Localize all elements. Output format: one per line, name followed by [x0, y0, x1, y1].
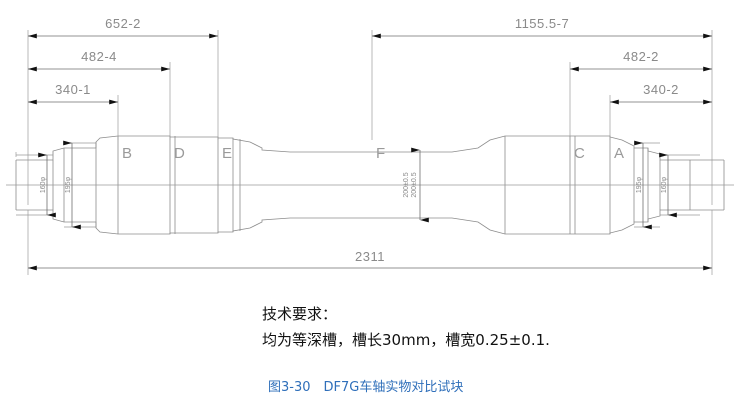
- top-dimensions-right: 1155.5-7 482-2 340-2: [371, 16, 713, 205]
- dia-200-a-text: 200±0.5: [411, 172, 418, 197]
- dim-340-2-text: 340-2: [643, 82, 679, 97]
- zone-a-label: A: [614, 145, 624, 162]
- dia-160-right-text: 160φ: [661, 176, 668, 193]
- dim-1155-5-7-text: 1155.5-7: [515, 16, 569, 31]
- bottom-total-dimension: 2311: [27, 210, 713, 275]
- technical-requirements-body: 均为等深槽，槽长30mm，槽宽0.25±0.1.: [262, 331, 550, 349]
- zone-c-label: C: [574, 145, 585, 162]
- vertical-dimensions-right: 195φ 160φ: [634, 140, 700, 230]
- zone-f-label: F: [376, 145, 385, 162]
- dia-195-left-text: 195φ: [65, 176, 72, 193]
- figure-caption: 图3-30 DF7G车轴实物对比试块: [268, 380, 464, 395]
- dim-340-1-text: 340-1: [55, 82, 91, 97]
- shaft-profile: [6, 135, 734, 235]
- dim-482-4-text: 482-4: [81, 49, 117, 64]
- technical-requirements-title: 技术要求：: [262, 305, 338, 323]
- dia-200-b-text: 200±0.5: [403, 172, 410, 197]
- top-dimensions-left: 652-2 482-4 340-1: [27, 16, 219, 205]
- dia-160-left-text: 160φ: [40, 176, 47, 193]
- dim-482-2-text: 482-2: [623, 49, 659, 64]
- vertical-dimensions-center: 200±0.5 200±0.5: [403, 147, 429, 223]
- vertical-dimensions-left: 160φ 195φ: [15, 140, 96, 230]
- zone-labels: B D E F C A: [122, 145, 624, 162]
- zone-b-label: B: [122, 145, 132, 162]
- zone-e-label: E: [222, 145, 232, 162]
- dim-total-text: 2311: [355, 249, 385, 264]
- dia-195-right-text: 195φ: [636, 176, 643, 193]
- dim-652-2-text: 652-2: [105, 16, 141, 31]
- zone-d-label: D: [174, 145, 185, 162]
